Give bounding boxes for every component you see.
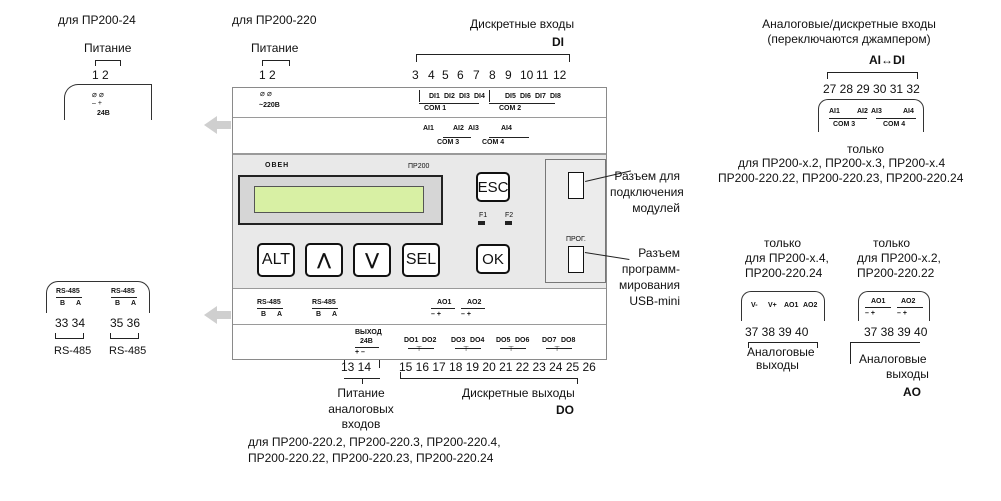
power-24-connector bbox=[64, 84, 152, 120]
esc-button[interactable]: ESC bbox=[476, 172, 510, 202]
module-connector bbox=[568, 172, 584, 199]
di-terminal-7: 7 bbox=[473, 68, 480, 82]
do-code: DO bbox=[556, 403, 574, 417]
power-label-220: Питание bbox=[251, 41, 299, 55]
di-label-di6: DI6 bbox=[520, 93, 531, 100]
ai-di-title-1: Аналоговые/дискретные входы bbox=[762, 17, 936, 31]
v220-label: ~220В bbox=[259, 102, 280, 109]
di-label-di1: DI1 bbox=[429, 93, 440, 100]
pr200-24-label: для ПР200-24 bbox=[58, 13, 136, 27]
ai-label-ai2: AI2 bbox=[453, 125, 464, 132]
do-label-do6: DO6 bbox=[515, 337, 530, 344]
do-title: Дискретные выходы bbox=[462, 386, 575, 400]
left-arrow-icon bbox=[204, 116, 217, 134]
ai-di-terminal-numbers: 27 28 29 30 31 32 bbox=[823, 82, 920, 96]
di-label-di5: DI5 bbox=[505, 93, 516, 100]
model-label: ПР200 bbox=[408, 163, 430, 170]
ao-x2-terminals: 37 38 39 40 bbox=[864, 325, 928, 339]
terminals-1-2-left: 1 2 bbox=[92, 68, 109, 82]
front-panel: ОВЕН ПР200 ESC F1 F2 OK ALT ⋀ ⋁ SEL ПРОГ… bbox=[233, 154, 606, 289]
ai-di-connector: AI1 AI2 AI3 AI4 COM 3 COM 4 bbox=[818, 99, 924, 132]
di-terminal-11: 11 bbox=[536, 68, 549, 82]
ai-di-models-1: для ПР200-х.2, ПР200-х.3, ПР200-х.4 bbox=[738, 156, 946, 170]
f1-led bbox=[478, 221, 485, 225]
sel-button[interactable]: SEL bbox=[402, 243, 440, 277]
di-terminal-4: 4 bbox=[428, 68, 435, 82]
di-label-di2: DI2 bbox=[444, 93, 455, 100]
ai-di-code: AI↔DI bbox=[869, 53, 905, 67]
di-terminal-12: 12 bbox=[553, 68, 567, 82]
bottom-terminal-strip-1: RS-485 B A RS-485 B A AO1 – + AO2 – + bbox=[233, 289, 606, 325]
terminals-35-36: 35 36 bbox=[110, 316, 141, 330]
ok-button[interactable]: OK bbox=[476, 244, 510, 274]
di-label-di3: DI3 bbox=[459, 93, 470, 100]
models-note-1: для ПР200-220.2, ПР200-220.3, ПР200-220.… bbox=[248, 435, 501, 449]
di-terminal-6: 6 bbox=[457, 68, 464, 82]
left-arrow-icon bbox=[204, 306, 217, 324]
di-label-di8: DI8 bbox=[550, 93, 561, 100]
di-label-di4: DI4 bbox=[474, 93, 485, 100]
ai-label-ai4: AI4 bbox=[501, 125, 512, 132]
brand-logo: ОВЕН bbox=[265, 162, 290, 169]
di-terminal-8: 8 bbox=[489, 68, 496, 82]
lcd-display bbox=[254, 186, 424, 213]
do-label-do8: DO8 bbox=[561, 337, 576, 344]
terminals-33-34: 33 34 bbox=[55, 316, 86, 330]
do-label-do3: DO3 bbox=[451, 337, 466, 344]
di-terminal-10: 10 bbox=[520, 68, 534, 82]
ai-label-ai1: AI1 bbox=[423, 125, 434, 132]
pr200-220-label: для ПР200-220 bbox=[232, 13, 317, 27]
rs485-connector: RS-485 RS-485 B A B A bbox=[46, 281, 150, 313]
prog-label: ПРОГ. bbox=[566, 236, 586, 243]
ai-di-title-2: (переключаются джампером) bbox=[767, 32, 931, 46]
do-label-do5: DO5 bbox=[496, 337, 511, 344]
di-label-di7: DI7 bbox=[535, 93, 546, 100]
terminal-screw-icon: ⌀ ⌀ bbox=[92, 90, 104, 99]
ai-di-models-2: ПР200-220.22, ПР200-220.23, ПР200-220.24 bbox=[718, 171, 964, 185]
down-button[interactable]: ⋁ bbox=[353, 243, 391, 277]
ao-x4-terminals: 37 38 39 40 bbox=[745, 325, 809, 339]
power-label-24: Питание bbox=[84, 41, 132, 55]
terminals-1-2: 1 2 bbox=[259, 68, 276, 82]
ao-code: AO bbox=[903, 385, 921, 399]
ao-x2-connector: AO1 AO2 – + – + bbox=[858, 291, 930, 321]
do-label-do1: DO1 bbox=[404, 337, 419, 344]
do-label-do7: DO7 bbox=[542, 337, 557, 344]
alt-button[interactable]: ALT bbox=[257, 243, 295, 277]
v24-label: 24В bbox=[97, 110, 110, 117]
usb-mini-connector bbox=[568, 246, 584, 273]
do-terminal-numbers: 15 16 17 18 19 20 21 22 23 24 25 26 bbox=[399, 360, 596, 374]
terminals-13-14: 13 14 bbox=[341, 360, 372, 374]
do-label-do4: DO4 bbox=[470, 337, 485, 344]
di-terminal-3: 3 bbox=[412, 68, 419, 82]
only-label: только bbox=[847, 142, 885, 156]
lcd-frame bbox=[238, 175, 443, 225]
do-label-do2: DO2 bbox=[422, 337, 437, 344]
di-terminal-9: 9 bbox=[505, 68, 512, 82]
ai-label-ai3: AI3 bbox=[468, 125, 479, 132]
models-note-2: ПР200-220.22, ПР200-220.23, ПР200-220.24 bbox=[248, 451, 494, 465]
di-title: Дискретные входы bbox=[470, 17, 575, 31]
side-module: ПРОГ. bbox=[545, 159, 606, 283]
up-button[interactable]: ⋀ bbox=[305, 243, 343, 277]
f2-led bbox=[505, 221, 512, 225]
di-code: DI bbox=[552, 35, 564, 49]
ao-x4-connector: V- V+ AO1 AO2 bbox=[741, 291, 825, 321]
di-terminal-5: 5 bbox=[442, 68, 449, 82]
